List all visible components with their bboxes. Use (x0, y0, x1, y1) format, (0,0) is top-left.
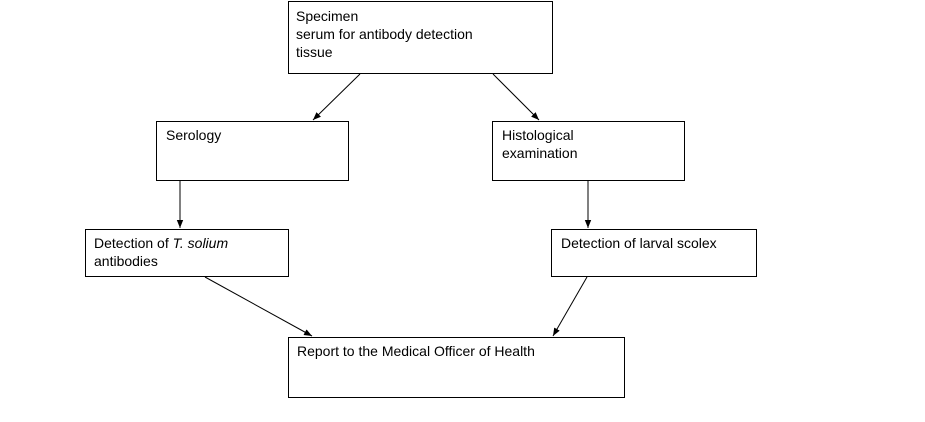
arrow-scolex-to-report (552, 276, 588, 337)
species-name: T. solium (172, 235, 229, 251)
specimen-title: Specimen (296, 8, 359, 24)
antibody-detection-line-2: antibodies (94, 253, 158, 269)
arrow-specimen-to-serology (312, 73, 361, 121)
scolex-detection-label: Detection of larval scolex (561, 235, 717, 251)
histology-box: Histological examination (492, 121, 685, 181)
serology-box: Serology (156, 121, 349, 181)
serology-label: Serology (166, 127, 222, 143)
histology-label-line-1: Histological (502, 127, 574, 143)
specimen-serum-line: serum for antibody detection (296, 26, 473, 42)
report-label: Report to the Medical Officer of Health (297, 343, 535, 359)
arrow-specimen-to-histology (492, 73, 540, 121)
histology-label-line-2: examination (502, 145, 578, 161)
arrow-antibodies-to-report (204, 276, 313, 337)
antibody-detection-prefix: Detection of (94, 235, 173, 251)
antibody-detection-box: Detection of T. solium antibodies (85, 229, 289, 277)
specimen-tissue-line: tissue (296, 44, 333, 60)
scolex-detection-box: Detection of larval scolex (551, 229, 757, 277)
report-box: Report to the Medical Officer of Health (288, 337, 625, 398)
specimen-box: Specimen serum for antibody detection ti… (288, 1, 553, 74)
antibody-detection-line-1: Detection of T. solium (94, 234, 288, 252)
